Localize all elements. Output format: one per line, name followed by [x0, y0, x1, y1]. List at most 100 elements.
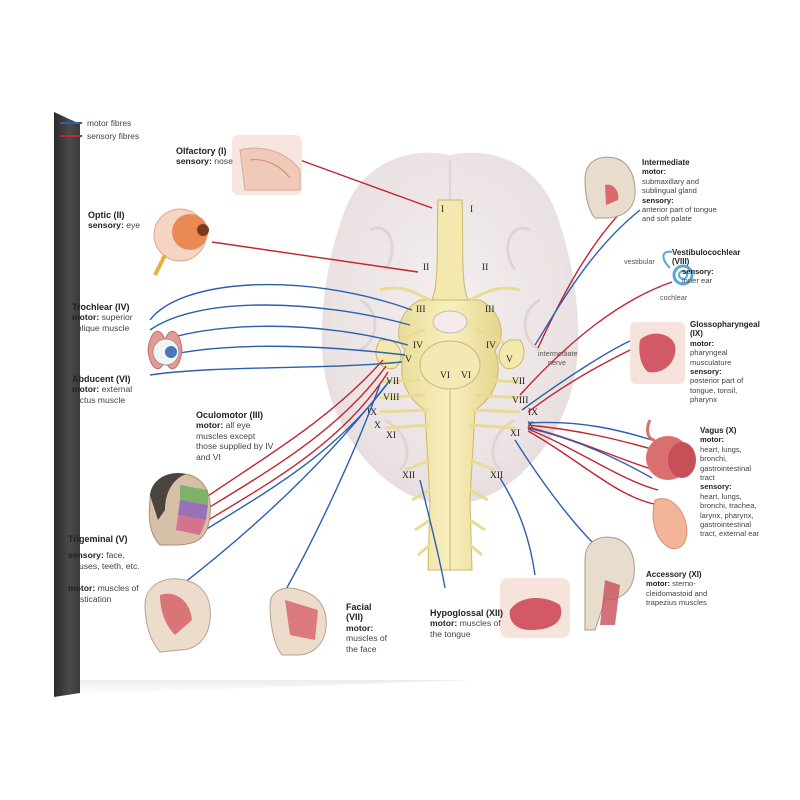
fibre-target: eye: [126, 220, 141, 231]
nerve-title: Vagus (X): [700, 426, 737, 435]
nerve-title: Accessory (XI): [646, 570, 702, 579]
intermediate-nerve-line: nerve: [548, 358, 566, 367]
sensory-fibres: [204, 159, 673, 523]
cochlear-label: cochlear: [660, 293, 688, 302]
canvas-side-edge: [54, 112, 80, 697]
label-abducent: Abducent (VI) motor: external rectus mus…: [72, 374, 148, 405]
numeral: I: [441, 205, 444, 215]
brainstem: [375, 199, 525, 571]
fibre-target: heart, lungs, bronchi, trachea, larynx, …: [700, 491, 760, 539]
skull-facial-illustration: [269, 587, 327, 656]
numeral: X: [374, 421, 381, 431]
vestibular-label: vestibular: [624, 257, 655, 266]
fibre-type: motor:: [642, 167, 667, 177]
numeral: IX: [367, 408, 377, 418]
inner-ear-illustration: [662, 250, 694, 286]
nerve-title: Trigeminal (V): [68, 534, 128, 544]
fibre-type: sensory:: [690, 367, 722, 377]
label-olfactory: Olfactory (I) sensory: nose: [176, 146, 266, 167]
legend-motor-swatch: [60, 121, 82, 124]
numeral: IV: [486, 341, 496, 351]
nerve-numerals: I I II II III III IV IV V V VI VI VII VI…: [367, 205, 688, 481]
fibre-type: motor:: [72, 312, 100, 323]
legend-motor-label: motor fibres: [87, 117, 132, 128]
numeral: VI: [461, 371, 471, 381]
fibre-type: motor:: [346, 622, 374, 633]
fibre-target: posterior part of tongue, tonsil, pharyn…: [690, 376, 744, 405]
head-neck-accessory-illustration: [584, 536, 635, 631]
fibre-target: heart, lungs, bronchi, gastrointestinal …: [700, 444, 752, 483]
spacer: [68, 571, 152, 583]
fibre-target: muscles of the face: [346, 633, 388, 654]
numeral: V: [405, 355, 412, 365]
head-trigeminal-illustration: [148, 472, 211, 546]
fibre-target: external rectus muscle: [72, 384, 133, 405]
label-oculomotor: Oculomotor (III) motor: all eye muscles …: [196, 410, 276, 462]
label-trigeminal: Trigeminal (V) sensory: face, sinuses, t…: [68, 534, 152, 604]
label-accessory: Accessory (XI) motor: sterno-cleidomasto…: [646, 570, 730, 608]
fibre-type: motor:: [72, 384, 100, 395]
fibre-target: submaxillary and sublingual gland: [642, 176, 699, 196]
legend-motor: motor fibres: [60, 116, 139, 129]
label-trochlear: Trochlear (IV) motor: superior oblique m…: [72, 302, 152, 333]
nerve-title: Intermediate: [642, 158, 690, 167]
legend-sensory-label: sensory fibres: [87, 130, 140, 141]
numeral: XII: [490, 471, 503, 481]
fibre-type: sensory:: [700, 482, 732, 492]
legend-sensory: sensory fibres: [60, 129, 139, 142]
fibre-type: sensory:: [642, 195, 674, 205]
nerve-title: Oculomotor (III): [196, 410, 263, 420]
fibre-type: motor:: [430, 618, 458, 629]
numeral: VIII: [383, 393, 399, 403]
intestines-illustration: [652, 498, 688, 550]
numeral: VII: [512, 377, 525, 387]
numeral: X: [527, 421, 534, 431]
nerve-title: Hypoglossal (XII): [430, 608, 504, 618]
fibre-type: motor:: [196, 420, 224, 431]
numeral: III: [485, 305, 495, 315]
numeral: II: [482, 263, 488, 273]
label-hypoglossal: Hypoglossal (XII) motor: muscles of the …: [430, 608, 508, 639]
nerve-title: Olfactory (I): [176, 146, 227, 156]
label-optic: Optic (II) sensory: eye: [88, 210, 168, 231]
legend-sensory-swatch: [60, 134, 82, 137]
fibre-type: motor:: [68, 583, 96, 594]
fibre-type: motor:: [646, 579, 671, 589]
nerve-title: Facial (VII): [346, 602, 372, 623]
numeral: XI: [510, 429, 520, 439]
eyeball-muscles-illustration: [147, 330, 183, 370]
fibre-target: pharyngeal musculature: [690, 348, 732, 367]
fibre-target: all eye muscles except those supplied by…: [196, 420, 274, 462]
eye-illustration: [153, 208, 209, 276]
fibre-target: muscles of mastication: [68, 583, 139, 604]
legend: motor fibres sensory fibres: [60, 116, 139, 142]
nerve-title: Abducent (VI): [72, 374, 131, 384]
nerve-title: Optic (II): [88, 210, 125, 220]
pharynx-illustration: [630, 322, 685, 384]
fibre-type: sensory:: [176, 156, 212, 167]
numeral: IX: [528, 408, 538, 418]
head-intermediate-illustration: [584, 156, 636, 219]
label-glossopharyngeal: Glossopharyngeal (IX) motor: pharyngeal …: [690, 320, 760, 405]
fibre-target: superior oblique muscle: [72, 312, 133, 333]
numeral: VIII: [512, 396, 528, 406]
nerve-title: Trochlear (IV): [72, 302, 130, 312]
numeral: II: [423, 263, 429, 273]
fibre-target: face, sinuses, teeth, etc.: [68, 550, 140, 571]
skull-mastication-illustration: [144, 578, 211, 653]
numeral: I: [470, 205, 473, 215]
numeral: IV: [413, 341, 423, 351]
heart-lungs-illustration: [646, 419, 696, 480]
fibre-target: anterior part of tongue and soft palate: [642, 205, 717, 224]
intermediate-nerve-label: intermediate nerve: [538, 349, 580, 367]
fibre-type: sensory:: [68, 550, 104, 561]
fibre-target: nose: [214, 156, 233, 167]
fibre-target: inner ear: [682, 276, 712, 286]
label-vagus: Vagus (X) motor: heart, lungs, bronchi, …: [700, 426, 760, 539]
numeral: XI: [386, 431, 396, 441]
label-intermediate: Intermediate motor: submaxillary and sub…: [642, 158, 718, 224]
fibre-type: sensory:: [682, 266, 714, 276]
fibre-type: motor:: [700, 435, 725, 445]
label-facial: Facial (VII) motor: muscles of the face: [346, 602, 390, 654]
